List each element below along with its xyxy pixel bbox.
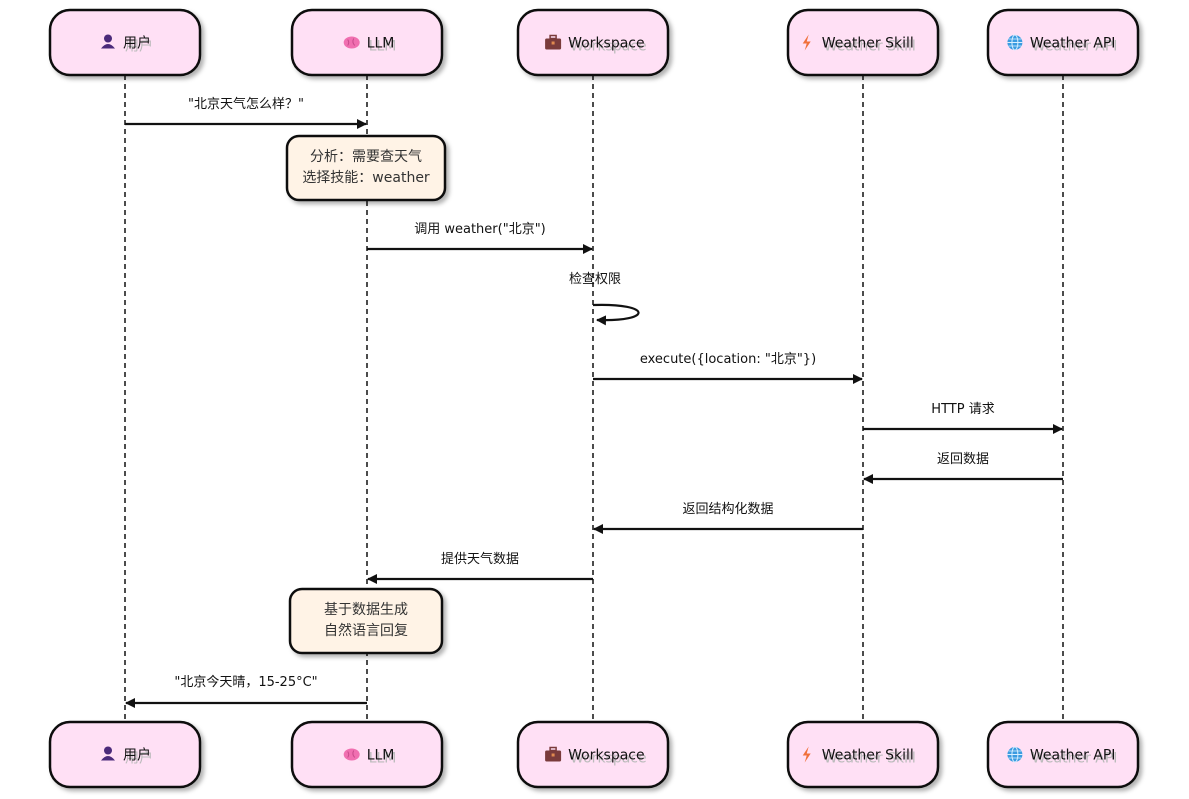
message-label: "北京天气怎么样？" bbox=[188, 96, 304, 112]
participant-box bbox=[786, 8, 940, 77]
participant-label-shadow: Weather API bbox=[1032, 39, 1118, 55]
message-4: execute({location: "北京"}) bbox=[593, 352, 863, 384]
participant-label: Weather Skill bbox=[822, 36, 914, 52]
participant-label: LLM bbox=[367, 36, 395, 52]
globe-icon bbox=[1007, 34, 1023, 51]
message-8: 提供天气数据 bbox=[367, 551, 593, 584]
participant-box bbox=[48, 720, 202, 789]
note-box bbox=[288, 587, 444, 655]
participant-label-shadow: Weather Skill bbox=[824, 39, 916, 55]
participant-label: 用户 bbox=[123, 35, 151, 52]
participant-label: Workspace bbox=[568, 748, 645, 764]
message-label: HTTP 请求 bbox=[931, 402, 994, 417]
message-6: 返回数据 bbox=[863, 452, 1063, 484]
participant-box bbox=[290, 8, 444, 77]
message-label: 返回结构化数据 bbox=[682, 502, 773, 517]
lightning-icon bbox=[802, 34, 811, 51]
participant-label-shadow: Workspace bbox=[570, 751, 647, 767]
message-label: 调用 weather("北京") bbox=[414, 222, 546, 237]
participant-box bbox=[516, 720, 670, 789]
participant-label-shadow: 用户 bbox=[125, 750, 153, 767]
note-line: 选择技能：weather bbox=[302, 170, 430, 186]
participant-label: Weather API bbox=[1030, 748, 1116, 764]
participant-box bbox=[290, 720, 444, 789]
message-label: 提供天气数据 bbox=[441, 551, 519, 567]
message-7: 返回结构化数据 bbox=[593, 502, 863, 534]
note-line: 自然语言回复 bbox=[324, 622, 408, 639]
note-line: 分析：需要查天气 bbox=[310, 149, 422, 165]
message-label: execute({location: "北京"}) bbox=[640, 352, 816, 367]
message-3: 检查权限 bbox=[569, 271, 640, 326]
participant-label-shadow: 用户 bbox=[125, 38, 153, 55]
message-label: "北京今天晴，15-25°C" bbox=[174, 674, 317, 690]
participant-label-shadow: LLM bbox=[369, 751, 397, 767]
participant-label-shadow: Weather Skill bbox=[824, 751, 916, 767]
note-line: 基于数据生成 bbox=[324, 601, 408, 618]
message-label: 检查权限 bbox=[569, 271, 621, 287]
participant-box bbox=[516, 8, 670, 77]
user-icon bbox=[101, 34, 115, 49]
message-label: 返回数据 bbox=[937, 452, 989, 467]
participant-label: 用户 bbox=[123, 747, 151, 764]
participant-label: Weather API bbox=[1030, 36, 1116, 52]
participant-box bbox=[986, 8, 1140, 77]
participant-label-shadow: LLM bbox=[369, 39, 397, 55]
message-5: HTTP 请求 bbox=[863, 402, 1063, 434]
briefcase-icon bbox=[545, 34, 562, 50]
briefcase-icon bbox=[545, 746, 562, 762]
participant-label: Workspace bbox=[568, 36, 645, 52]
participant-label: Weather Skill bbox=[822, 748, 914, 764]
participant-box bbox=[786, 720, 940, 789]
message-9: "北京今天晴，15-25°C" bbox=[125, 674, 367, 708]
participant-label: LLM bbox=[367, 748, 395, 764]
self-call-arrow bbox=[592, 303, 640, 326]
participant-label-shadow: Workspace bbox=[570, 39, 647, 55]
participant-label-shadow: Weather API bbox=[1032, 751, 1118, 767]
lightning-icon bbox=[802, 746, 811, 763]
participant-box bbox=[986, 720, 1140, 789]
brain-icon bbox=[343, 36, 360, 49]
user-icon bbox=[101, 746, 115, 761]
globe-icon bbox=[1007, 746, 1023, 763]
note-box bbox=[285, 134, 447, 202]
participant-box bbox=[48, 8, 202, 77]
message-1: "北京天气怎么样？" bbox=[125, 96, 367, 129]
brain-icon bbox=[343, 748, 360, 761]
message-2: 调用 weather("北京") bbox=[367, 222, 593, 254]
